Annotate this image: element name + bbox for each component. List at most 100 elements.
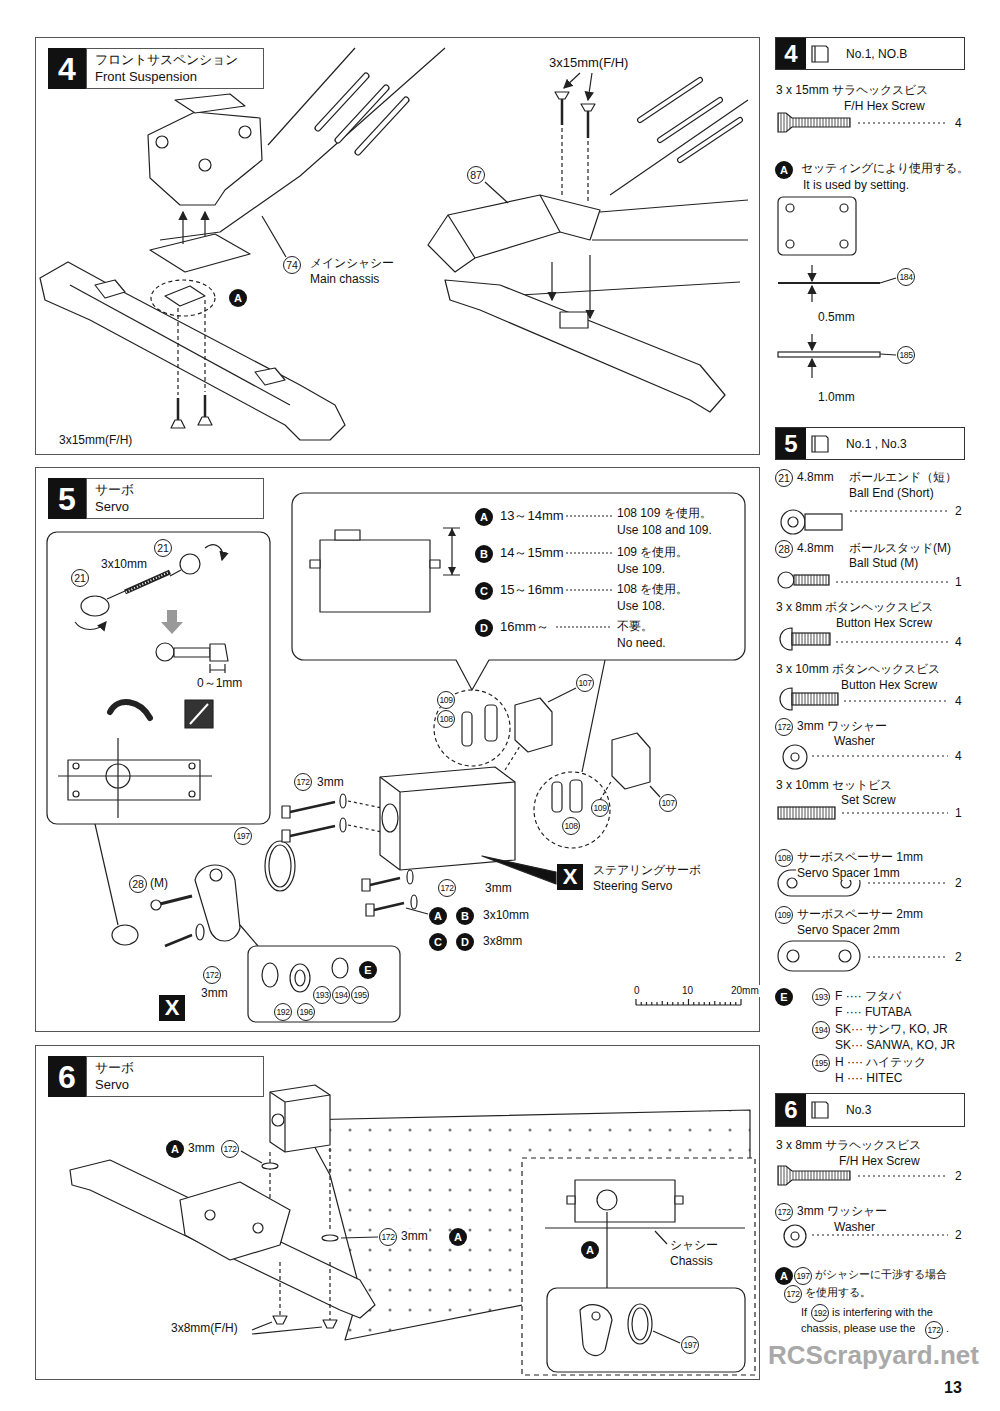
callout-number: 172 — [203, 966, 221, 984]
part-label: 3mm — [187, 1141, 216, 1155]
part-label: If — [800, 1306, 808, 1319]
step-marker: E — [775, 988, 793, 1006]
servo-drawing — [156, 643, 174, 661]
front-suspension-drawing — [589, 255, 590, 318]
part-label: 13～14mm — [499, 508, 565, 524]
front-suspension-drawing — [239, 126, 251, 138]
servo-drawing — [482, 856, 556, 884]
callout-number: 172 — [775, 718, 793, 736]
servo-drawing — [282, 830, 290, 842]
step-marker: D — [456, 933, 474, 951]
parts-list-drawing — [786, 204, 794, 212]
step-number: 4 — [48, 48, 86, 89]
parts-list-drawing — [811, 334, 812, 350]
callout-number: 184 — [897, 268, 915, 286]
part-label: ボールスタッド(M) — [848, 541, 952, 555]
front-suspension-drawing — [262, 216, 286, 257]
servo-mount-drawing — [522, 1158, 755, 1375]
servo-drawing — [295, 970, 305, 986]
callout-number: 172 — [221, 1140, 239, 1158]
front-suspension-drawing — [148, 112, 262, 205]
part-label: Ball End (Short) — [848, 486, 935, 500]
step-marker: C — [429, 933, 447, 951]
step-marker: A — [166, 1140, 184, 1158]
callout-number: 28 — [129, 875, 147, 893]
parts-list-drawing — [784, 1225, 806, 1247]
servo-drawing — [434, 690, 510, 766]
servo-drawing — [406, 908, 428, 914]
callout-number: 172 — [294, 773, 312, 791]
part-label: 3 x 10mm ボタンヘックスビス — [775, 662, 941, 676]
servo-drawing — [443, 528, 460, 575]
servo-drawing — [269, 845, 291, 887]
part-label: 2 — [954, 504, 963, 518]
part-label: 3x8mm — [482, 934, 523, 948]
parts-list-drawing — [836, 581, 948, 582]
part-label: 2 — [954, 1228, 963, 1242]
servo-mount-drawing — [70, 1160, 375, 1318]
servo-drawing — [262, 963, 278, 987]
servo-mount-drawing — [628, 1304, 652, 1344]
part-label: 3x8mm(F/H) — [170, 1321, 239, 1335]
servo-drawing — [151, 900, 161, 910]
servo-drawing — [448, 528, 456, 575]
page-number: 13 — [943, 1378, 963, 1397]
parts-list-drawing — [778, 941, 860, 971]
servo-drawing — [160, 896, 192, 904]
callout-number: 107 — [659, 794, 677, 812]
parts-list-drawing — [858, 122, 948, 123]
servo-drawing — [210, 664, 225, 673]
servo-drawing — [335, 530, 360, 540]
servo-drawing — [240, 925, 258, 946]
servo-mount-drawing — [632, 1308, 648, 1340]
front-suspension-drawing — [551, 262, 552, 300]
servo-mount-drawing — [270, 1085, 330, 1152]
servo-drawing — [456, 660, 489, 690]
callout-number: 108 — [562, 817, 580, 835]
servo-drawing — [107, 591, 125, 599]
part-label: 4 — [954, 116, 963, 130]
step-marker: C — [475, 582, 493, 600]
servo-drawing — [462, 712, 472, 746]
callout-number: 74 — [283, 256, 301, 274]
step-heading: No.3 — [846, 1094, 871, 1126]
front-suspension-drawing — [555, 92, 569, 99]
front-suspension-drawing — [165, 286, 205, 306]
parts-list-drawing — [868, 882, 948, 883]
part-label: chassis, please use the — [800, 1322, 916, 1335]
part-label: F ···· FUTABA — [834, 1005, 912, 1019]
servo-drawing — [180, 554, 200, 574]
parts-list-drawing — [840, 240, 848, 248]
front-suspension-drawing — [204, 212, 205, 236]
front-suspension-drawing — [95, 280, 125, 298]
servo-drawing — [248, 946, 400, 1022]
part-label: ステアリングサーボ — [592, 863, 702, 877]
callout-number: 108 — [437, 710, 455, 728]
parts-list-drawing — [787, 950, 799, 962]
servo-drawing — [75, 622, 106, 630]
callout-number: 196 — [297, 1003, 315, 1021]
servo-marker: X — [557, 864, 583, 890]
servo-drawing — [505, 746, 612, 800]
part-label: 16mm～ — [499, 619, 550, 635]
parts-list-drawing — [836, 641, 948, 642]
part-label: Main chassis — [309, 272, 380, 286]
step-heading: フロントサスペンション Front Suspension — [86, 48, 264, 89]
part-label: 15～16mm — [499, 582, 565, 598]
part-label: Button Hex Screw — [835, 616, 933, 630]
servo-drawing — [340, 794, 346, 808]
servo-mount-drawing — [280, 1262, 330, 1320]
parts-list-header: 6No.3 — [775, 1093, 965, 1127]
part-label: 3x10mm — [482, 908, 530, 922]
step-marker: A — [475, 508, 493, 526]
parts-list-drawing — [880, 278, 896, 283]
callout-number: 172 — [925, 1321, 943, 1339]
step-marker: A — [449, 1228, 467, 1246]
servo-mount-drawing — [205, 1210, 215, 1220]
part-label: 3 x 8mm サラヘックスビス — [775, 1138, 922, 1152]
part-label: セッティングにより使用する。 — [800, 161, 970, 175]
front-suspension-drawing — [318, 76, 406, 152]
servo-mount-drawing — [580, 1305, 612, 1356]
front-suspension-drawing — [171, 420, 185, 428]
parts-list-drawing — [778, 197, 856, 255]
